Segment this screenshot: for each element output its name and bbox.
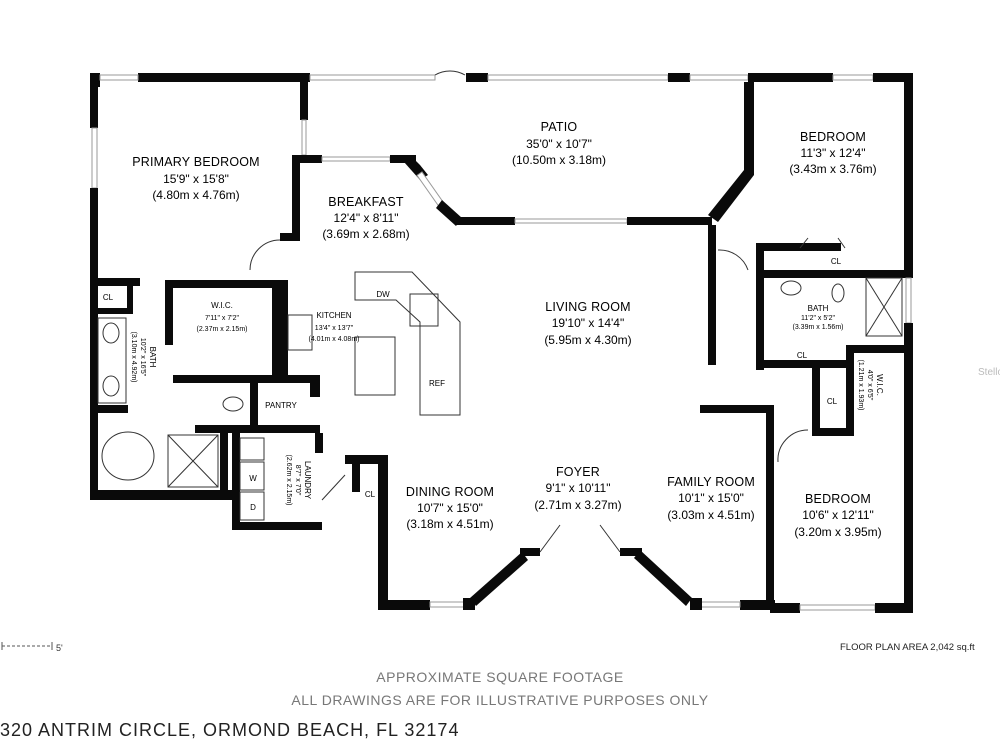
living-room-dim-m: (5.95m x 4.30m) [544,333,631,347]
wic-primary-name: W.I.C. [211,301,233,310]
bedroom-se-name: BEDROOM [805,492,871,506]
door-swings [249,70,846,553]
dishwasher-label: DW [376,290,390,299]
foyer-dim-ft: 9'1" x 10'11" [546,481,611,495]
bedroom-ne-dim-ft: 11'3" x 12'4" [801,146,866,160]
closet-label-primary: CL [103,293,114,302]
family-room-name: FAMILY ROOM [667,475,755,489]
fixtures [97,277,903,521]
wic-se-dim-m: (1.21m x 1.93m) [857,360,864,411]
dining-room-name: DINING ROOM [406,485,494,499]
washer-label: W [249,474,257,483]
breakfast-name: BREAKFAST [328,195,404,209]
bath-primary-dim-m: (3.10m x 4.92m) [130,332,137,383]
dining-room-dim-ft: 10'7" x 15'0" [417,501,483,515]
primary-bedroom-name: PRIMARY BEDROOM [132,155,260,169]
closet-label-ne-bath: CL [797,351,808,360]
wic-se-name: W.I.C. [875,374,884,396]
bath-ne-dim-m: (3.39m x 1.56m) [793,324,844,331]
bedroom-ne-dim-m: (3.43m x 3.76m) [789,162,876,176]
primary-bedroom-dim-ft: 15'9" x 15'8" [163,172,229,186]
bath-ne-dim-ft: 11'2" x 5'2" [801,315,835,322]
wic-primary-dim-m: (2.37m x 2.15m) [197,326,248,333]
primary-bedroom-dim-m: (4.80m x 4.76m) [152,188,239,202]
breakfast-dim-ft: 12'4" x 8'11" [334,211,399,225]
foyer-dim-m: (2.71m x 3.27m) [534,498,621,512]
closet-label-ne: CL [831,257,842,266]
patio-dim-ft: 35'0" x 10'7" [526,137,592,151]
scale-bar: 5' [1,642,63,653]
living-room-dim-ft: 19'10" x 14'4" [552,316,625,330]
closet-label-se: CL [827,397,838,406]
kitchen-name: KITCHEN [316,311,351,320]
laundry-dim-ft: 8'7" x 7'0" [294,465,301,496]
wic-primary-dim-ft: 7'11" x 7'2" [205,315,239,322]
patio-dim-m: (10.50m x 3.18m) [512,153,606,167]
living-room-name: LIVING ROOM [545,300,631,314]
watermark-text: Stello [978,367,1000,378]
bedroom-ne-name: BEDROOM [800,130,866,144]
family-room-dim-ft: 10'1" x 15'0" [678,491,744,505]
kitchen-dim-m: (4.01m x 4.08m) [309,336,360,343]
scale-label: 5' [56,643,63,653]
breakfast-dim-m: (3.69m x 2.68m) [322,227,409,241]
pantry-label: PANTRY [265,401,297,410]
kitchen-dim-ft: 13'4" x 13'7" [315,325,354,332]
bath-ne-name: BATH [808,304,829,313]
patio-name: PATIO [541,120,578,134]
floor-plan: PRIMARY BEDROOM 15'9" x 15'8" (4.80m x 4… [90,70,913,613]
bedroom-se-dim-m: (3.20m x 3.95m) [794,525,881,539]
dryer-label: D [250,503,256,512]
footer-line-2: ALL DRAWINGS ARE FOR ILLUSTRATIVE PURPOS… [291,692,709,708]
floor-plan-area: FLOOR PLAN AREA 2,042 sq.ft [840,642,975,653]
footer-line-1: APPROXIMATE SQUARE FOOTAGE [376,669,624,685]
laundry-dim-m: (2.62m x 2.15m) [285,455,292,506]
closet-label-laundry: CL [365,490,376,499]
foyer-name: FOYER [556,465,600,479]
dining-room-dim-m: (3.18m x 4.51m) [406,517,493,531]
interior-walls [98,82,906,605]
bath-primary-dim-ft: 10'2" x 16'5" [139,338,146,377]
refrigerator-label: REF [429,379,445,388]
bedroom-se-dim-ft: 10'6" x 12'11" [802,508,874,522]
wic-se-dim-ft: 4'0" x 6'5" [866,370,873,401]
family-room-dim-m: (3.03m x 4.51m) [667,508,754,522]
exterior-walls [90,73,913,613]
room-labels: PRIMARY BEDROOM 15'9" x 15'8" (4.80m x 4… [130,120,884,539]
property-address: 320 ANTRIM CIRCLE, ORMOND BEACH, FL 3217… [0,720,460,740]
bath-primary-name: BATH [148,347,157,368]
laundry-name: LAUNDRY [303,461,312,500]
small-labels: CL CL CL CL CL PANTRY DW REF W D [103,257,842,512]
